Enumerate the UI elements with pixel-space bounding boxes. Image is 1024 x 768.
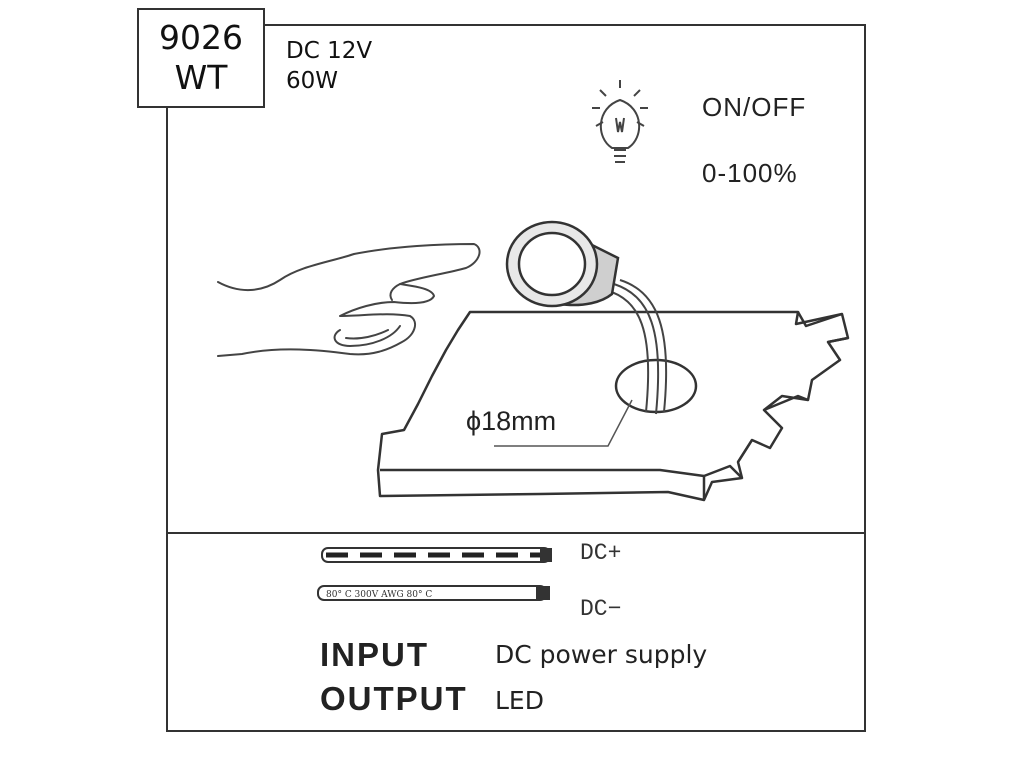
power-spec: 60W <box>286 68 339 94</box>
diagram-frame <box>166 24 866 732</box>
hole-diameter-label: ϕ18mm <box>466 406 557 436</box>
dc-positive-label: DC+ <box>580 540 622 566</box>
dimming-range-label: 0-100% <box>702 158 798 188</box>
output-key: OUTPUT <box>320 680 468 717</box>
touch-sensor-illustration <box>505 220 620 308</box>
sensor-cable <box>605 279 668 415</box>
light-bulb-icon <box>592 80 648 163</box>
cable-positive <box>321 547 552 563</box>
dc-negative-label: DC− <box>580 596 622 622</box>
switch-mode-label: ON/OFF <box>702 92 807 122</box>
model-number: 9026 <box>159 18 243 57</box>
mounting-board <box>376 310 850 502</box>
voltage-spec: DC 12V <box>286 38 373 64</box>
cable-print-text: 80° C 300V AWG 80° C <box>326 590 432 600</box>
section-divider <box>166 532 866 534</box>
dimension-leader <box>494 399 633 447</box>
input-value: DC power supply <box>495 640 708 669</box>
model-number-box: 9026 WT <box>137 8 265 108</box>
input-key: INPUT <box>320 636 429 673</box>
hand-illustration <box>217 243 481 357</box>
spec-block: DC 12V 60W <box>286 36 372 96</box>
model-suffix: WT <box>174 58 228 97</box>
output-value: LED <box>495 686 544 715</box>
cable-negative: 80° C 300V AWG 80° C <box>317 585 550 601</box>
